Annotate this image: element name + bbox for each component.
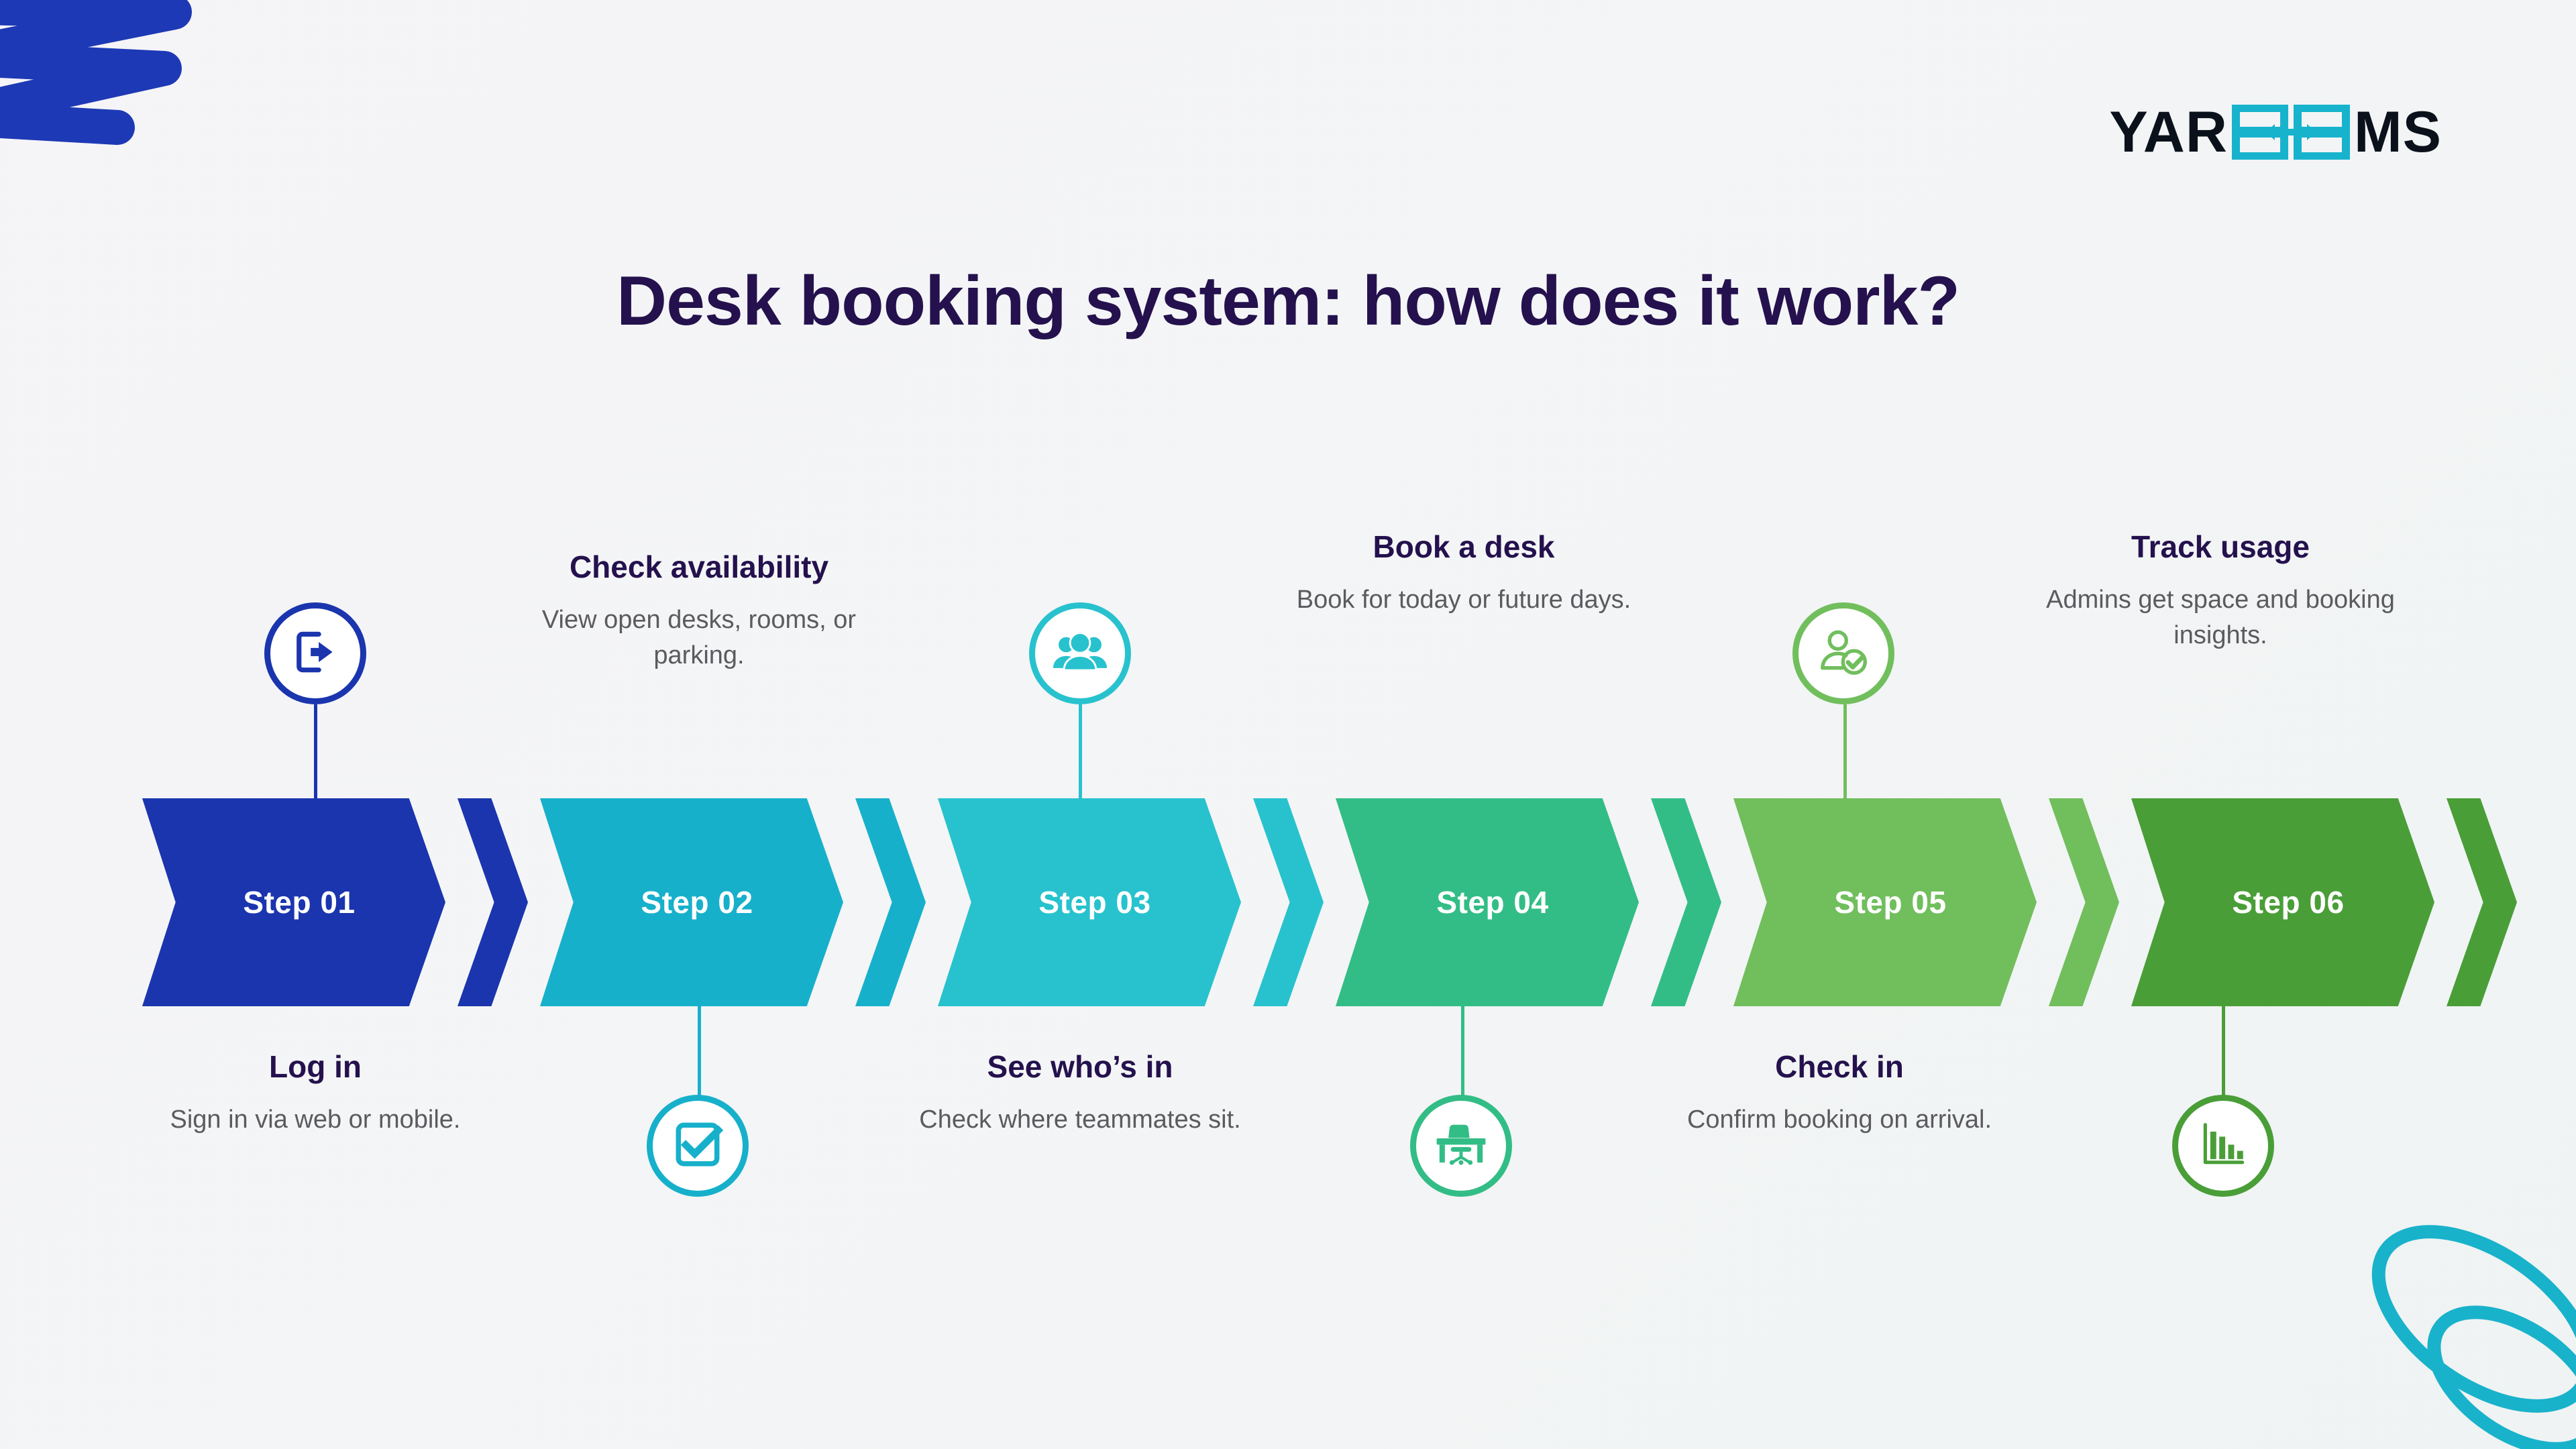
step-separator-3: [1253, 798, 1324, 1006]
user-check-icon: [1815, 623, 1872, 684]
callout-desc-4: Book for today or future days.: [1296, 585, 1631, 614]
step-label-4: Step 04: [1436, 885, 1549, 920]
band-gap: [528, 798, 540, 1006]
step-callout-2: Check availability View open desks, room…: [511, 549, 887, 674]
step-separator-4: [1651, 798, 1721, 1006]
step-callout-3: See who’s in Check where teammates sit.: [892, 1049, 1268, 1138]
callout-title-3: See who’s in: [987, 1049, 1173, 1084]
step-callout-1: Log in Sign in via web or mobile.: [127, 1049, 503, 1138]
blue-zigzag-scribble: [0, 0, 192, 145]
step-separator-2: [855, 798, 926, 1006]
callout-desc-1: Sign in via web or mobile.: [170, 1105, 461, 1134]
connector-stem-6: [2222, 1003, 2225, 1100]
band-gap: [926, 798, 938, 1006]
logo-text-right: MS: [2354, 100, 2442, 164]
callout-title-2: Check availability: [569, 549, 829, 584]
desk-chair-icon: [1433, 1116, 1489, 1176]
connector-stem-2: [698, 1003, 701, 1100]
step-label-3: Step 03: [1038, 885, 1151, 920]
yarooms-logo: YAR MS: [2109, 102, 2442, 162]
band-gap: [843, 798, 855, 1006]
callout-title-1: Log in: [269, 1049, 362, 1084]
step-marker-3[interactable]: [1029, 602, 1131, 704]
step-marker-2[interactable]: [647, 1095, 749, 1197]
step-marker-1[interactable]: [264, 602, 366, 704]
step-label-2: Step 02: [641, 885, 753, 920]
step-marker-5[interactable]: [1792, 602, 1894, 704]
callout-desc-5: Confirm booking on arrival.: [1686, 1105, 1992, 1134]
step-separator-5: [2049, 798, 2119, 1006]
step-callout-6: Track usage Admins get space and booking…: [2033, 529, 2408, 654]
step-chevron-1[interactable]: Step 01: [142, 798, 445, 1006]
band-gap: [2119, 798, 2131, 1006]
step-marker-4[interactable]: [1410, 1095, 1512, 1197]
band-gap: [2037, 798, 2049, 1006]
logo-text-left: YAR: [2109, 100, 2228, 164]
band-gap: [1639, 798, 1651, 1006]
login-arrow-icon: [288, 625, 343, 683]
callout-desc-6: Admins get space and booking insights.: [2046, 585, 2395, 650]
connector-stem-1: [314, 704, 317, 802]
connector-stem-5: [1843, 704, 1847, 802]
step-band: Step 01 Step 02 Step 03 Step 04 Step 05 …: [142, 798, 2517, 1006]
step-chevron-4[interactable]: Step 04: [1336, 798, 1639, 1006]
step-callout-5: Check in Confirm booking on arrival.: [1652, 1049, 2027, 1138]
step-label-1: Step 01: [243, 885, 356, 920]
step-marker-6[interactable]: [2172, 1095, 2274, 1197]
band-gap: [1241, 798, 1253, 1006]
checkbox-check-icon: [670, 1117, 725, 1175]
callout-title-4: Book a desk: [1373, 529, 1555, 564]
step-separator-1: [458, 798, 528, 1006]
step-label-5: Step 05: [1834, 885, 1947, 920]
band-gap: [1324, 798, 1336, 1006]
band-gap: [445, 798, 458, 1006]
callout-title-6: Track usage: [2131, 529, 2310, 564]
people-group-icon: [1052, 624, 1108, 684]
page-title: Desk booking system: how does it work?: [616, 262, 1960, 340]
connector-stem-3: [1079, 704, 1082, 802]
step-chevron-6[interactable]: Step 06: [2131, 798, 2434, 1006]
band-gap: [1721, 798, 1733, 1006]
step-chevron-5[interactable]: Step 05: [1733, 798, 2037, 1006]
two-way-arrow-squares-icon: [2231, 103, 2351, 161]
step-chevron-2[interactable]: Step 02: [540, 798, 843, 1006]
callout-desc-3: Check where teammates sit.: [919, 1105, 1241, 1134]
cyan-double-loop: [2371, 1225, 2576, 1449]
step-label-6: Step 06: [2232, 885, 2345, 920]
bar-chart-icon: [2196, 1117, 2251, 1175]
step-separator-6: [2447, 798, 2517, 1006]
band-gap: [2434, 798, 2447, 1006]
callout-desc-2: View open desks, rooms, or parking.: [541, 605, 857, 670]
callout-title-5: Check in: [1775, 1049, 1904, 1084]
step-callout-4: Book a desk Book for today or future day…: [1276, 529, 1652, 618]
step-chevron-3[interactable]: Step 03: [938, 798, 1241, 1006]
connector-stem-4: [1461, 1003, 1464, 1100]
